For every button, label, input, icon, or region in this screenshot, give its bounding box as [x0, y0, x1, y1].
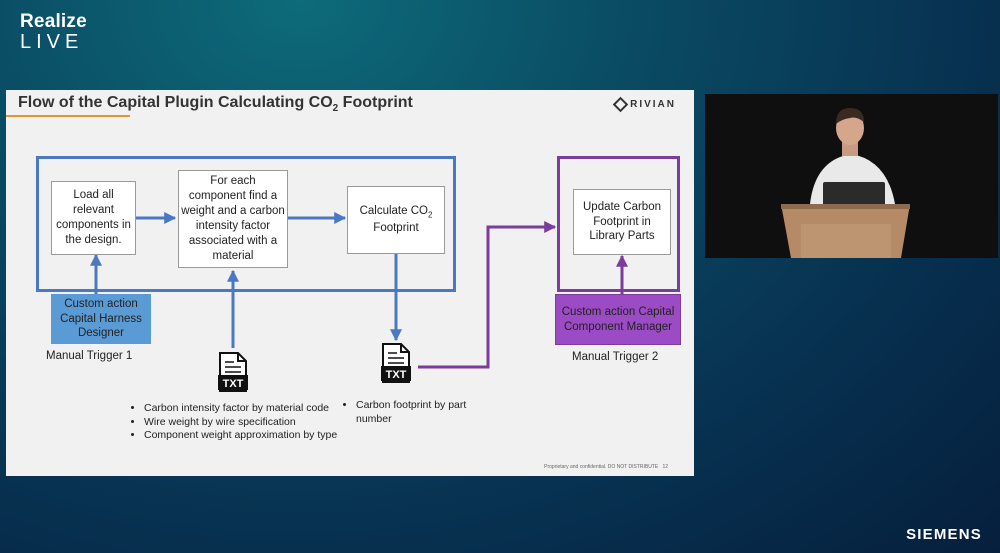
page-number: 12 [662, 464, 668, 470]
slide-title: Flow of the Capital Plugin Calculating C… [18, 94, 413, 115]
confidential-footnote: Proprietary and confidential. DO NOT DIS… [544, 464, 668, 470]
load-components-box: Load all relevant components in the desi… [51, 181, 136, 255]
arrow-txt-to-component-manager [418, 221, 557, 369]
input-data-list: Carbon intensity factor by material code… [128, 402, 354, 443]
component-manager-action[interactable]: Custom action Capital Component Manager [555, 294, 681, 345]
list-item: Carbon intensity factor by material code [144, 402, 354, 416]
component-manager-frame [557, 156, 680, 292]
output-data-list: Carbon footprint by part number [340, 399, 476, 426]
list-item: Carbon footprint by part number [356, 399, 476, 426]
brand-line1: Realize [20, 11, 87, 32]
find-weight-box: For each component find a weight and a c… [178, 170, 288, 268]
rivian-logo: RIVIAN [612, 96, 676, 113]
realize-live-logo: Realize LIVE [20, 12, 87, 52]
manual-trigger-1-label: Manual Trigger 1 [46, 350, 133, 362]
txt-file-icon: TXT [381, 343, 411, 383]
speaker-video [705, 94, 998, 258]
calculate-co2-box: Calculate CO2 Footprint [347, 186, 445, 254]
flow-arrows [90, 212, 628, 369]
manual-trigger-2-label: Manual Trigger 2 [572, 351, 659, 363]
list-item: Wire weight by wire specification [144, 416, 354, 430]
speaker-image [705, 94, 998, 258]
designer-process-frame [36, 156, 456, 292]
txt-label: TXT [386, 369, 407, 381]
presentation-slide: Flow of the Capital Plugin Calculating C… [6, 90, 694, 476]
title-underline [6, 115, 130, 117]
txt-file-icon: TXT [218, 352, 248, 392]
list-item: Component weight approximation by type [144, 429, 354, 443]
brand-line2: LIVE [20, 31, 84, 53]
txt-label: TXT [223, 378, 244, 390]
update-footprint-box: Update Carbon Footprint in Library Parts [573, 189, 671, 255]
harness-designer-action[interactable]: Custom action Capital Harness Designer [51, 294, 151, 344]
siemens-logo: SIEMENS [906, 526, 982, 543]
